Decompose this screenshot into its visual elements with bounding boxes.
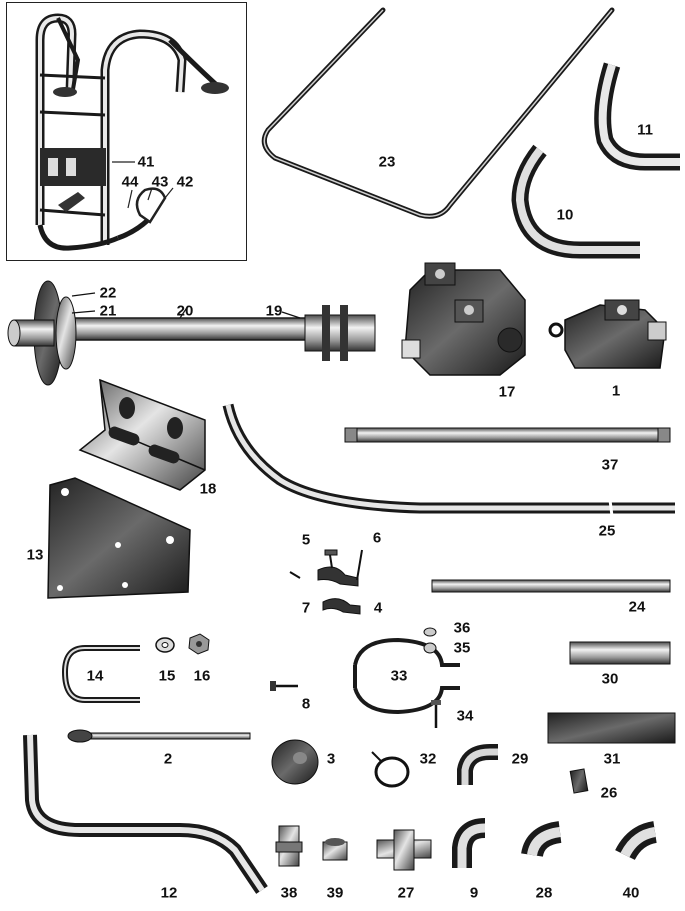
callout-33: 33: [390, 667, 408, 685]
part-33-strap: [353, 637, 460, 715]
part-18-bracket: [78, 378, 206, 491]
callout-41: 41: [137, 153, 155, 171]
callout-17: 17: [498, 383, 516, 401]
guard-frame-illustration: [35, 13, 222, 251]
callout-22: 22: [99, 284, 117, 302]
callout-26: 26: [600, 784, 618, 802]
callout-13: 13: [26, 546, 44, 564]
part-21-hub: [55, 296, 77, 370]
part-39-bushing: [322, 838, 348, 861]
callout-7: 7: [301, 599, 311, 617]
callout-38: 38: [280, 884, 298, 902]
part-9-elbow: [452, 818, 486, 868]
callout-31: 31: [603, 750, 621, 768]
callout-32: 32: [419, 750, 437, 768]
part-2-rod: [67, 729, 251, 743]
callout-20: 20: [176, 302, 194, 320]
callout-18: 18: [199, 480, 217, 498]
callout-30: 30: [601, 670, 619, 688]
callout-5: 5: [301, 531, 311, 549]
part-23-rod: [261, 7, 615, 219]
part-31-pipe: [547, 712, 676, 744]
callout-10: 10: [556, 206, 574, 224]
callout-2: 2: [163, 750, 173, 768]
part-26-nipple: [569, 768, 589, 794]
callout-15: 15: [158, 667, 176, 685]
part-36-washer: [423, 627, 437, 637]
part-38-fitting: [275, 825, 303, 867]
callout-4: 4: [373, 599, 383, 617]
callout-40: 40: [622, 884, 640, 902]
callout-3: 3: [326, 750, 336, 768]
part-30-nipple: [569, 641, 671, 665]
part-20-shaft: [59, 317, 321, 341]
callout-6: 6: [372, 529, 382, 547]
callout-35: 35: [453, 639, 471, 657]
callout-9: 9: [469, 884, 479, 902]
part-35-nut: [423, 642, 437, 654]
part-24-pipe: [431, 579, 671, 593]
callout-11: 11: [637, 121, 653, 139]
callout-39: 39: [326, 884, 344, 902]
part-37-pipe: [344, 427, 671, 443]
part-28-elbow: [521, 821, 562, 858]
callout-19: 19: [265, 302, 283, 320]
callout-14: 14: [86, 667, 104, 685]
callout-37: 37: [601, 456, 619, 474]
inset-frame: [6, 2, 247, 261]
part-1-valve: [548, 299, 667, 369]
callout-43: 43: [151, 173, 169, 191]
callout-27: 27: [397, 884, 415, 902]
callout-8: 8: [301, 695, 311, 713]
callout-36: 36: [453, 619, 471, 637]
callout-16: 16: [193, 667, 211, 685]
callout-25: 25: [598, 522, 616, 540]
callout-24: 24: [628, 598, 646, 616]
callout-42: 42: [176, 173, 194, 191]
part-13-plate: [47, 477, 191, 599]
callout-1: 1: [611, 382, 621, 400]
part-17-pump: [401, 262, 526, 376]
part-27-tee: [376, 829, 432, 871]
callout-23: 23: [378, 153, 396, 171]
part-40-elbow: [615, 821, 658, 861]
part-32-clip: [374, 756, 410, 788]
callout-29: 29: [511, 750, 529, 768]
callout-34: 34: [456, 707, 474, 725]
part-4-clamp: [289, 549, 363, 615]
part-12-pipe: [23, 734, 268, 894]
callout-21: 21: [99, 302, 117, 320]
callout-12: 12: [160, 884, 178, 902]
callout-28: 28: [535, 884, 553, 902]
callout-44: 44: [121, 173, 139, 191]
